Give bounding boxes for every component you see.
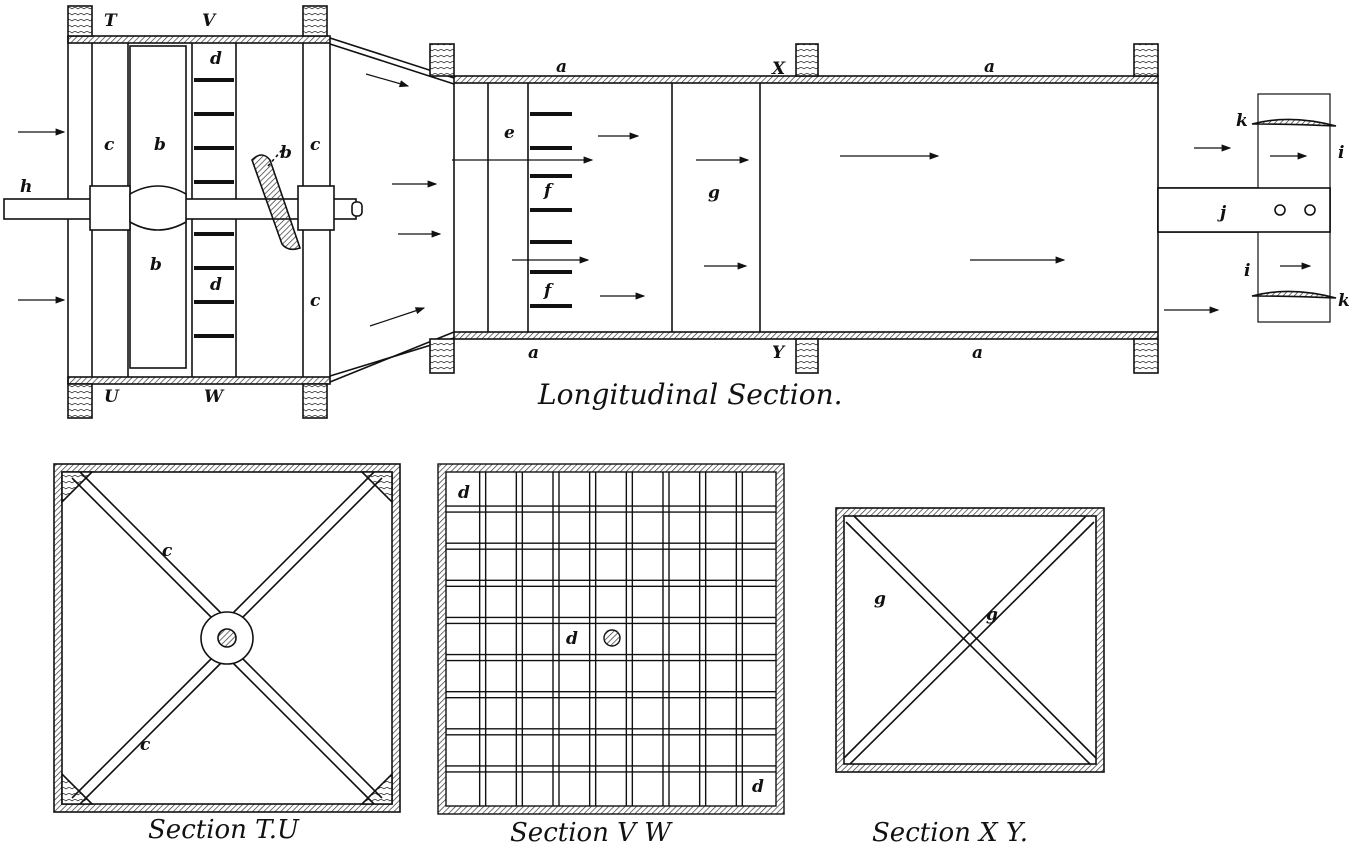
label-j: j [1217,203,1227,223]
label-c-3: c [310,291,321,311]
label-d-bottom: d [210,275,222,295]
caption-section-vw: Section V W [510,818,671,848]
label-d-vw-top: d [458,483,470,503]
caption-longitudinal: Longitudinal Section. [538,378,843,411]
label-k-top: k [1236,111,1248,131]
label-c-tu-top: c [162,541,173,561]
flange-cone-bottom [429,338,455,374]
label-W: W [204,387,225,407]
label-g: g [708,183,720,203]
label-k-bottom: k [1338,291,1350,311]
label-e: e [504,123,515,143]
tunnel-bottom-wall [453,331,1159,340]
label-T: T [104,11,118,31]
label-g-xy-right: g [986,605,998,625]
label-U: U [104,387,120,407]
label-Y: Y [772,343,786,363]
label-g-xy-left: g [874,589,886,609]
flange-end-top [1133,43,1159,77]
label-d-vw-center: d [566,629,578,649]
flange-t [67,5,93,37]
label-X: X [771,59,786,79]
hub-right [297,185,335,231]
flange-cone-top [429,43,455,77]
intake-top-wall [67,35,331,44]
hub-left [89,185,131,231]
longitudinal-labels: T V U W X Y a a a a b b b c c c d d e f … [20,11,1350,407]
honeycomb-f-bars [530,112,572,308]
label-c-tu-bottom: c [140,735,151,755]
shaft-section-vw [603,629,621,647]
label-f-2: f [543,281,554,301]
label-b-blade: b [280,143,292,163]
shaft-section [217,628,237,648]
flow-arrows [18,73,1312,327]
airfoil-k-bottom [1251,290,1337,299]
label-d-vw-bottom: d [752,777,764,797]
section-tu [53,463,401,813]
label-c-1: c [104,135,115,155]
label-d-top: d [210,49,222,69]
label-a-bottom-2: a [972,343,983,363]
label-b-top: b [154,135,166,155]
flange-u [67,383,93,419]
label-i-top: i [1338,143,1344,163]
honeycomb-d-bars [194,78,234,338]
flange-end-bottom [1133,338,1159,374]
tunnel-top-wall [453,75,1159,84]
label-a-bottom-1: a [528,343,539,363]
intake-bottom-wall [67,376,331,385]
airfoil-k-top [1251,118,1337,127]
caption-section-xy: Section X Y. [872,818,1029,848]
label-a-top-1: a [556,57,567,77]
caption-section-tu: Section T.U [148,815,299,845]
longitudinal-section [3,5,1337,419]
label-c-2: c [310,135,321,155]
flange-x [795,43,819,77]
propeller-hub [129,185,187,231]
section-xy [835,507,1105,773]
label-a-top-2: a [984,57,995,77]
label-f-1: f [543,181,554,201]
label-b-bottom: b [150,255,162,275]
label-V: V [202,11,217,31]
flange-y [795,338,819,374]
propeller-blade-b [251,154,302,251]
label-i-bottom: i [1244,261,1250,281]
section-vw [437,463,785,815]
flange-c-bottom [302,383,328,419]
label-h: h [20,177,32,197]
flange-c-top [302,5,328,37]
